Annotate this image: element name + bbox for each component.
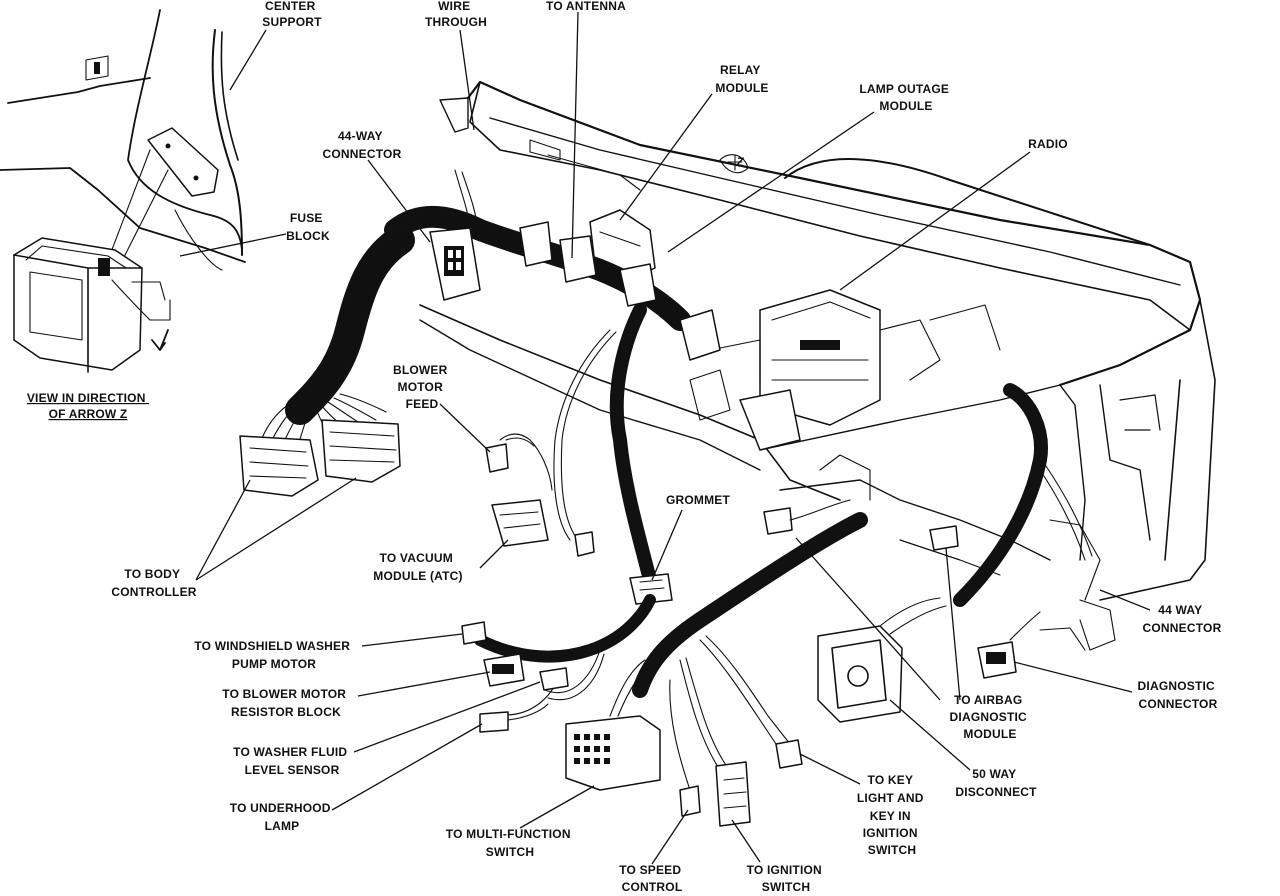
label-to-ignition-switch: TO IGNITION SWITCH	[747, 863, 826, 894]
label-lamp-outage-module: LAMP OUTAGE MODULE	[859, 82, 952, 113]
label-grommet: GROMMET	[666, 493, 731, 507]
label-wire-through: WIRE THROUGH	[425, 0, 487, 29]
label-fuse-block: FUSE BLOCK	[286, 211, 330, 243]
label-view-arrow-z: VIEW IN DIRECTION OF ARROW Z	[27, 391, 149, 421]
label-to-multifunction-switch: TO MULTI-FUNCTION SWITCH	[446, 827, 574, 859]
label-44-way-connector-left: 44-WAY CONNECTOR	[323, 129, 402, 161]
label-to-key-light: TO KEY LIGHT AND KEY IN IGNITION SWITCH	[857, 773, 927, 857]
label-relay-module: RELAY MODULE	[715, 63, 768, 95]
labels: CENTER SUPPORT WIRE THROUGH TO ANTENNA R…	[27, 0, 1222, 894]
label-diagnostic-connector: DIAGNOSTIC CONNECTOR	[1138, 679, 1219, 711]
arrow-z-marker: Z	[735, 155, 744, 169]
label-to-underhood-lamp: TO UNDERHOOD LAMP	[230, 801, 334, 833]
label-to-airbag-module: TO AIRBAG DIAGNOSTIC MODULE	[950, 693, 1031, 741]
artwork	[0, 9, 1216, 827]
inset-center-support-drawing	[0, 9, 246, 373]
label-blower-motor-feed: BLOWER MOTOR FEED	[393, 363, 451, 411]
leader-lines	[179, 11, 1151, 865]
label-radio: RADIO	[1028, 137, 1068, 151]
instrument-panel-drawing	[419, 80, 1216, 651]
label-to-body-controller: TO BODY CONTROLLER	[111, 567, 196, 599]
label-44-way-connector-right: 44 WAY CONNECTOR	[1143, 603, 1222, 635]
label-to-vacuum-module: TO VACUUM MODULE (ATC)	[373, 551, 463, 583]
label-center-support: CENTER SUPPORT	[262, 0, 322, 29]
label-to-speed-control: TO SPEED CONTROL	[619, 863, 685, 894]
main-harness-drawing	[239, 169, 1093, 827]
label-to-washer-fluid: TO WASHER FLUID LEVEL SENSOR	[233, 745, 351, 777]
label-to-windshield-washer: TO WINDSHIELD WASHER PUMP MOTOR	[194, 639, 353, 671]
label-to-blower-resistor: TO BLOWER MOTOR RESISTOR BLOCK	[222, 687, 349, 719]
multifunction-switch-pins	[574, 734, 610, 764]
label-50-way-disconnect: 50 WAY DISCONNECT	[955, 767, 1037, 799]
label-to-antenna: TO ANTENNA	[546, 0, 626, 13]
